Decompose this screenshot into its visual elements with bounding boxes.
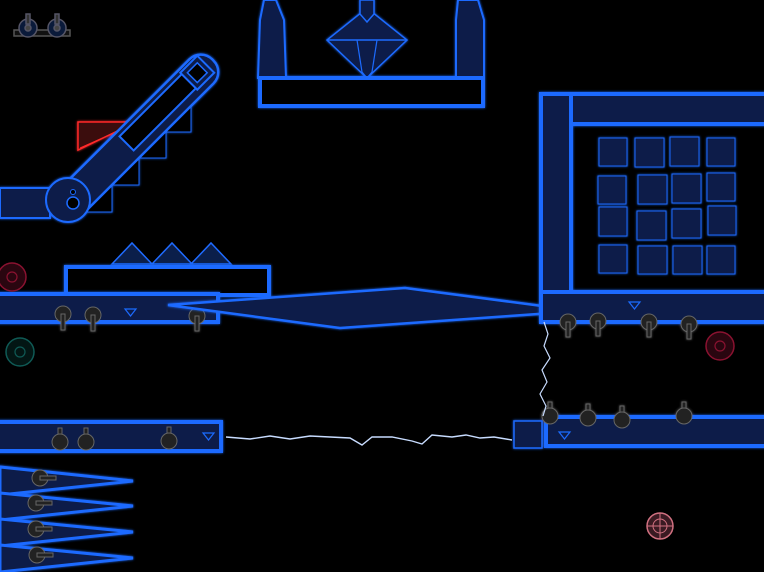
cannon-barrel[interactable] [52, 48, 225, 221]
top-piston-structure [256, 0, 485, 108]
window-grid [597, 136, 737, 275]
cannon-mount [0, 187, 51, 219]
left-piston [256, 0, 288, 79]
crosshair-icon[interactable] [646, 512, 674, 540]
mid-left-block [64, 265, 271, 297]
right-building [539, 92, 764, 340]
mine-pink-left[interactable] [0, 262, 27, 292]
triangle-down-icon [557, 431, 572, 440]
left-mid-platform [0, 292, 220, 332]
triangle-down-icon [201, 432, 216, 441]
top-platform [258, 76, 485, 108]
spike-wall [0, 465, 134, 572]
lightning-vertical [539, 321, 551, 417]
triangle-down-icon [627, 301, 642, 310]
lower-left-platform [0, 420, 223, 453]
triangle-down-icon [123, 308, 138, 317]
switch-block[interactable] [513, 420, 543, 449]
lower-right-platform [513, 401, 764, 449]
mine-pink-right[interactable] [705, 331, 735, 361]
cannon-assembly [0, 48, 225, 223]
lightning-horizontal [225, 434, 513, 446]
mine-teal-left[interactable] [5, 337, 35, 367]
right-piston [455, 0, 485, 79]
binoculars-icon[interactable] [13, 13, 71, 38]
floor-spikes [110, 241, 233, 265]
